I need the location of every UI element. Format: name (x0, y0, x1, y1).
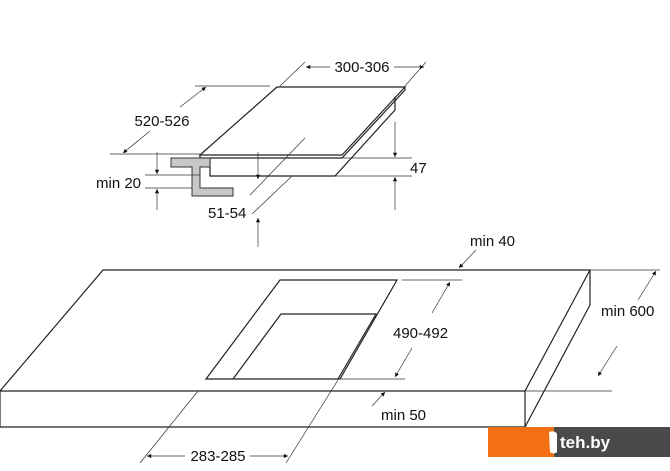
watermark-logo-icon (549, 431, 557, 454)
cutout-inner (232, 313, 378, 380)
label-cutout-depth: 490-492 (393, 325, 448, 342)
label-hob-width: 300-306 (334, 59, 389, 76)
label-hob-height: 47 (410, 160, 427, 177)
mounting-bracket (170, 157, 234, 197)
dim-back-margin-arrow (458, 249, 477, 269)
label-hob-depth: 520-526 (134, 113, 189, 130)
dim-hob-height (335, 122, 412, 210)
cutout-outer (204, 279, 399, 380)
dim-countertop-thickness (145, 152, 200, 210)
label-back-margin: min 40 (470, 233, 515, 250)
dim-cutout-depth (340, 279, 462, 380)
watermark-text: teh.by (560, 433, 611, 452)
label-insertion-depth: 51-54 (208, 205, 246, 222)
watermark: teh.by (488, 427, 670, 457)
hob-body (209, 97, 396, 177)
label-front-margin: min 50 (381, 407, 426, 424)
label-cutout-width: 283-285 (190, 448, 245, 465)
dim-countertop-depth (525, 269, 660, 392)
dim-hob-depth (110, 85, 270, 155)
dim-insertion-depth (249, 137, 306, 247)
hob-glass-edge (199, 87, 406, 159)
dim-front-margin-arrow (371, 391, 386, 407)
dim-cutout-width (139, 379, 339, 464)
hob-glass-top (198, 86, 407, 156)
countertop-drawing (0, 269, 592, 428)
dim-hob-width (279, 61, 427, 87)
label-countertop-min: min 20 (96, 175, 141, 192)
hob-drawing (198, 86, 407, 177)
label-countertop-depth: min 600 (601, 303, 654, 320)
